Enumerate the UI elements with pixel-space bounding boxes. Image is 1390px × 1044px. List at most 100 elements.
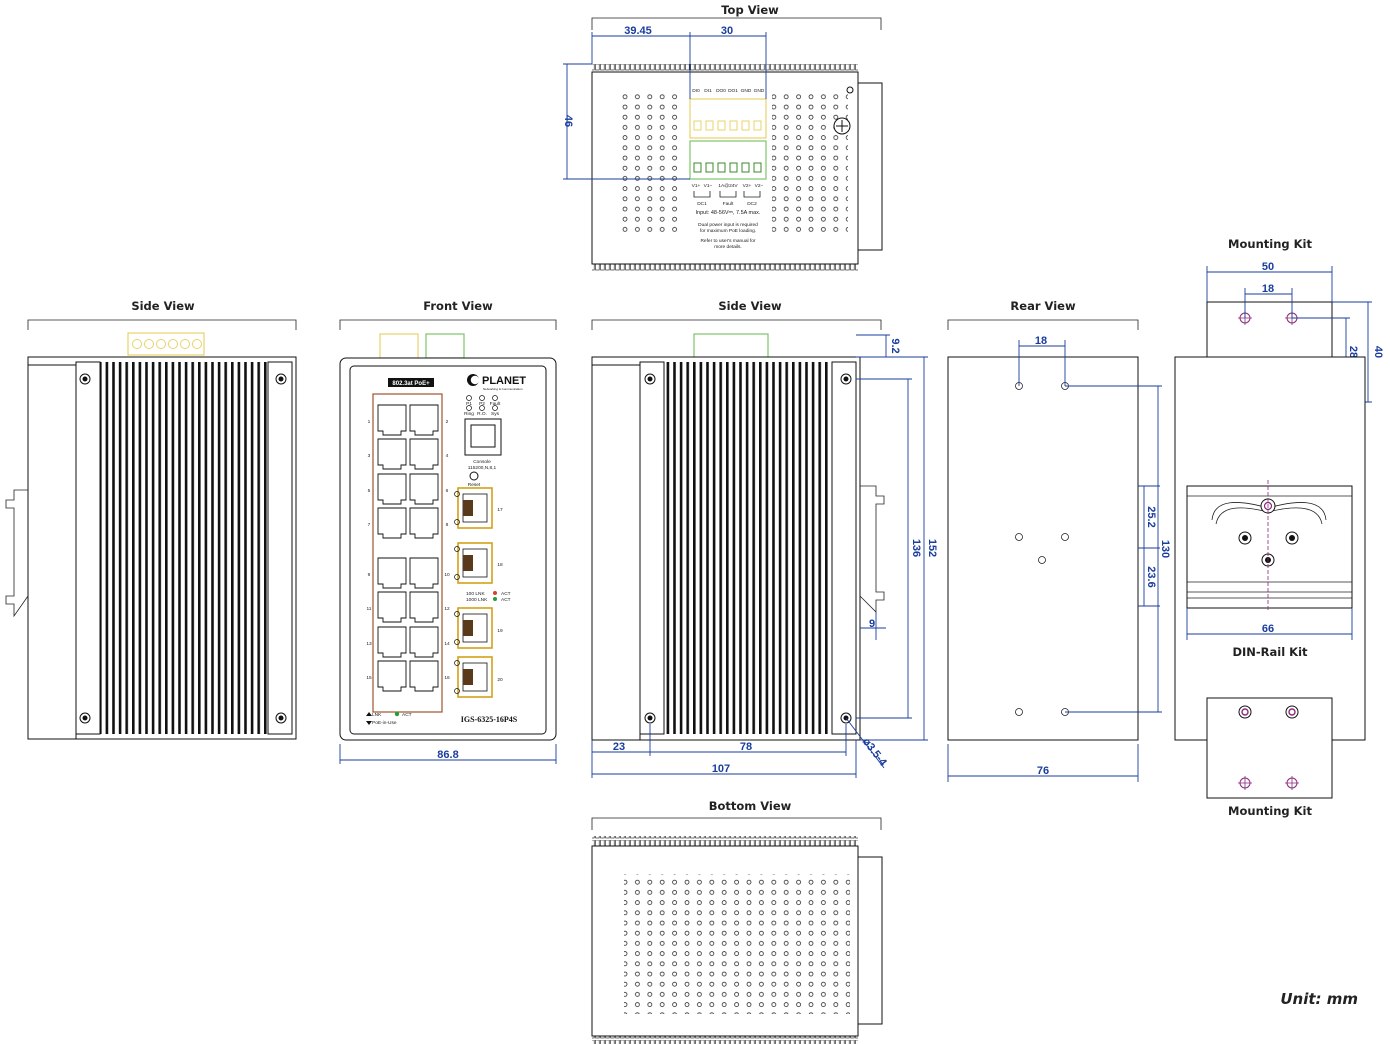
svg-text:LNK: LNK [372,712,382,718]
rear-view: Rear View 18 130 25.2 23.6 76 [947,299,1171,782]
kit-dim-50: 50 [1262,261,1274,273]
left-side-view-title: Side View [131,299,195,313]
rj45-port [409,438,439,470]
rj45-port [377,660,407,692]
svg-text:11: 11 [367,606,372,612]
kit-dim-18: 18 [1262,283,1274,295]
rj45-port [409,473,439,505]
kit-dim-40: 40 [1372,346,1384,358]
din-clip-left [5,489,29,618]
sfp-led [454,639,460,645]
rj45-port [377,404,407,436]
right-side-view-title: Side View [718,299,782,313]
rj45-port [409,557,439,589]
dim-39-45: 39.45 [624,25,652,37]
refer-note: Refer to user's manual for [700,238,755,244]
svg-text:12: 12 [444,606,450,612]
brand-name: PLANET [482,375,526,387]
svg-text:DI0: DI0 [692,88,700,94]
terminal-labels: DI0 DI1 DO0 DO1 GND GND [692,88,765,94]
brand-tagline: Networking & Communication [483,387,523,391]
reset-button [469,471,479,481]
rj45-port [409,404,439,436]
rj45-port [377,591,407,623]
rear-dim-25-2: 25.2 [1145,506,1157,527]
svg-text:DI1: DI1 [704,88,712,94]
svg-text:1: 1 [368,419,371,425]
sfp-led [454,574,460,580]
rj45-port [377,473,407,505]
rj45-port [377,557,407,589]
svg-text:PoE-in-Use: PoE-in-Use [372,720,397,726]
dual-power-note: Dual power input is required [698,222,758,228]
svg-text:GND: GND [741,88,752,94]
led-labels: P1 P2 Fault Ring R.O. Sys [464,401,501,417]
rear-dim-76: 76 [1037,765,1049,777]
rj45-port [409,626,439,658]
sfp-connector [463,669,473,685]
svg-text:ACT: ACT [501,597,511,603]
left-heatsink-fins [100,362,268,734]
svg-text:8: 8 [446,522,449,528]
rear-view-title: Rear View [1010,299,1076,313]
di-do-terminal-block [689,98,767,139]
input-note: Input: 48-56V⎓, 7.5A max. [696,210,761,216]
svg-text:P2: P2 [479,401,485,407]
bottom-vent-holes [624,874,850,1014]
refer-note-2: more details. [714,244,741,250]
svg-text:V1−: V1− [704,183,713,189]
sfp-port-labels: 17 18 19 20 [497,507,503,683]
poe-badge-text: 802.3at PoE+ [392,381,430,387]
svg-text:ACT: ACT [501,591,511,597]
rj45-ports [377,404,439,692]
side-terminal-block [127,332,205,356]
sfp-connector [463,500,473,516]
dim-78: 78 [740,741,752,753]
svg-text:3: 3 [368,453,371,459]
sfp-led [454,519,460,525]
reset-label: Reset [468,482,481,488]
svg-text:DO0: DO0 [716,88,726,94]
port-number-labels: 1 3 5 7 9 11 13 15 2 4 6 8 10 12 14 16 [366,419,450,681]
sfp-led [454,660,460,666]
sfp-port [457,542,493,584]
svg-text:20: 20 [497,677,503,683]
svg-text:GND: GND [754,88,765,94]
svg-text:2: 2 [446,419,449,425]
svg-text:16: 16 [444,675,450,681]
sfp-led [454,688,460,694]
front-legend: LNK ACT PoE-in-Use [372,712,412,726]
power-labels: V1+ V1− 1A@24V V2+ V2− DC1 Fault DC2 [692,183,764,207]
model-name: IGS-6325-16P4S [461,715,518,724]
svg-text:100 LNK: 100 LNK [466,591,485,597]
rj45-port-group [372,393,443,713]
front-view: Front View 802.3at PoE+ 1 3 5 7 9 11 13 … [339,299,557,764]
dim-152: 152 [926,539,938,557]
sfp-led [454,491,460,497]
front-view-title: Front View [423,299,493,313]
sfp-port [457,656,493,698]
dim-136: 136 [910,539,922,557]
mounting-plate-bottom [1206,697,1333,799]
sfp-led [454,546,460,552]
mounting-kit-bottom-title: Mounting Kit [1228,804,1312,818]
svg-text:DC2: DC2 [747,201,757,207]
svg-text:5: 5 [368,488,371,494]
svg-text:6: 6 [446,488,449,494]
right-heatsink-fins [664,362,832,734]
din-rail-kit-title: DIN-Rail Kit [1232,645,1308,659]
power-terminal-block [689,140,767,180]
bottom-view-title: Bottom View [709,799,792,813]
sfp-port [457,487,493,529]
right-side-view: Side View 9.2 136 152 9 23 78 107 ø3.5-4 [591,299,938,778]
rj45-port [409,591,439,623]
rj45-port [409,660,439,692]
svg-text:14: 14 [444,641,450,647]
svg-text:Fault: Fault [490,401,501,407]
svg-text:15: 15 [366,675,372,681]
svg-text:9: 9 [368,572,371,578]
kit-dim-28: 28 [1347,346,1359,358]
rear-dim-23-6: 23.6 [1145,566,1157,587]
svg-text:19: 19 [497,628,503,634]
